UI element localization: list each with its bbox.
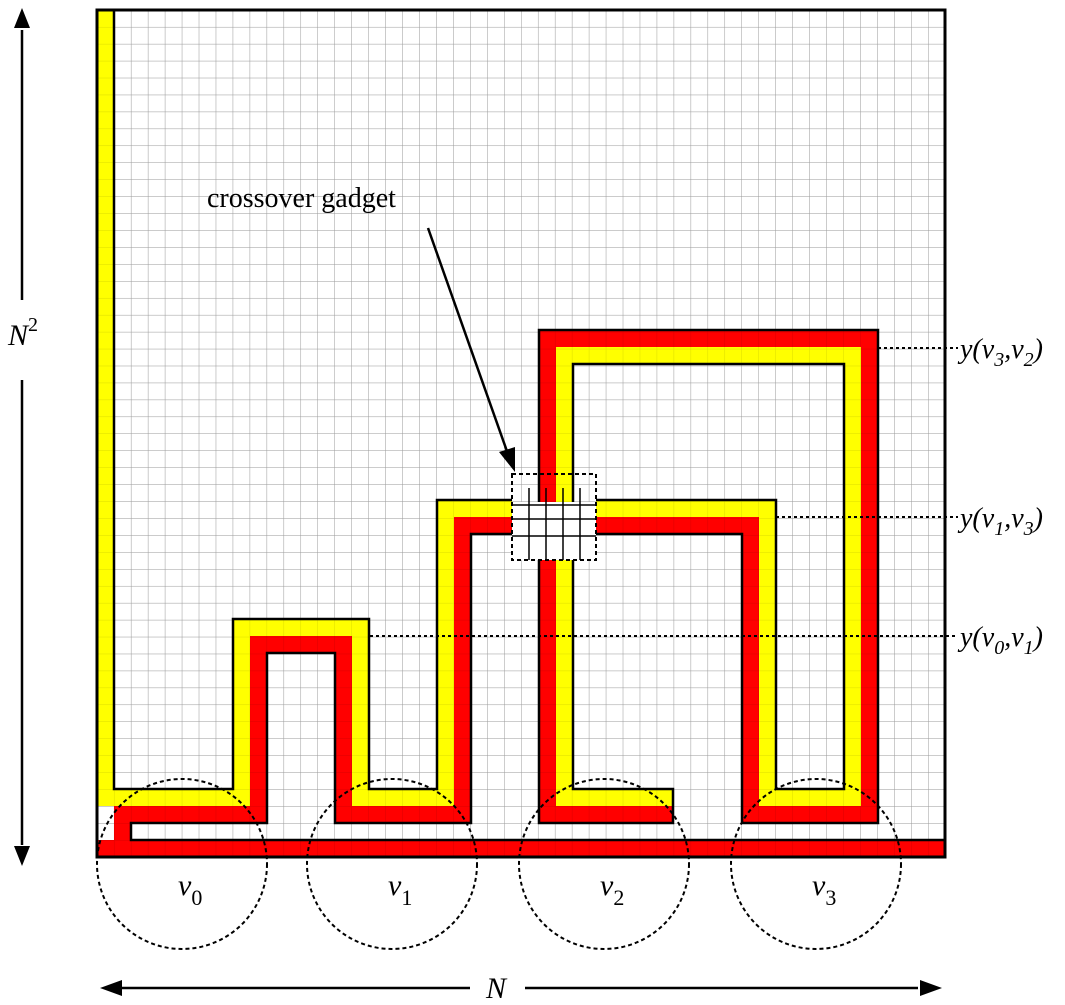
vertical-axis-label: N2 — [7, 314, 38, 352]
leader-lines — [370, 347, 958, 637]
vertex-label-v1: v1 — [388, 869, 412, 910]
corridor-outline-1 — [537, 328, 880, 825]
path-corridors — [97, 10, 945, 859]
grid-frame — [95, 8, 947, 859]
vertex-circle-v3 — [730, 778, 902, 950]
edge-label-v1-v3: y(v1,v3) — [957, 503, 1043, 540]
callout-arrow — [426, 227, 511, 458]
edge-labels: y(v3,v2) y(v1,v3) y(v0,v1) — [957, 334, 1043, 659]
arrow-left-icon — [100, 980, 122, 996]
corridor-cell-lines — [97, 10, 945, 857]
edge-label-v0-v1: y(v0,v1) — [957, 622, 1043, 659]
vertex-label-v3: v3 — [812, 869, 836, 910]
edge-label-v3-v2: y(v3,v2) — [957, 334, 1043, 371]
callout-arrowhead-icon — [499, 447, 515, 472]
vertex-label-v2: v2 — [600, 869, 624, 910]
vertical-extent-arrow — [14, 8, 30, 866]
corridor-outline-0 — [112, 10, 512, 791]
corridor-outline-2 — [129, 532, 945, 842]
vertex-circle-v2 — [518, 778, 690, 950]
vertex-circle-v0 — [96, 778, 268, 950]
horizontal-axis-label: N — [485, 972, 508, 1005]
arrow-down-icon — [14, 846, 30, 866]
vertex-labels: v0 v1 v2 v3 — [178, 869, 836, 910]
arrow-right-icon — [920, 980, 942, 996]
vertex-label-v0: v0 — [178, 869, 202, 910]
arrow-up-icon — [14, 8, 30, 28]
vertex-circle-v1 — [306, 778, 478, 950]
crossover-gadget — [511, 473, 597, 561]
vertex-circles — [96, 778, 902, 950]
crossover-gadget-box — [511, 473, 597, 561]
crossover-callout-label: crossover gadget — [207, 183, 396, 214]
horizontal-extent-arrow — [100, 980, 942, 996]
